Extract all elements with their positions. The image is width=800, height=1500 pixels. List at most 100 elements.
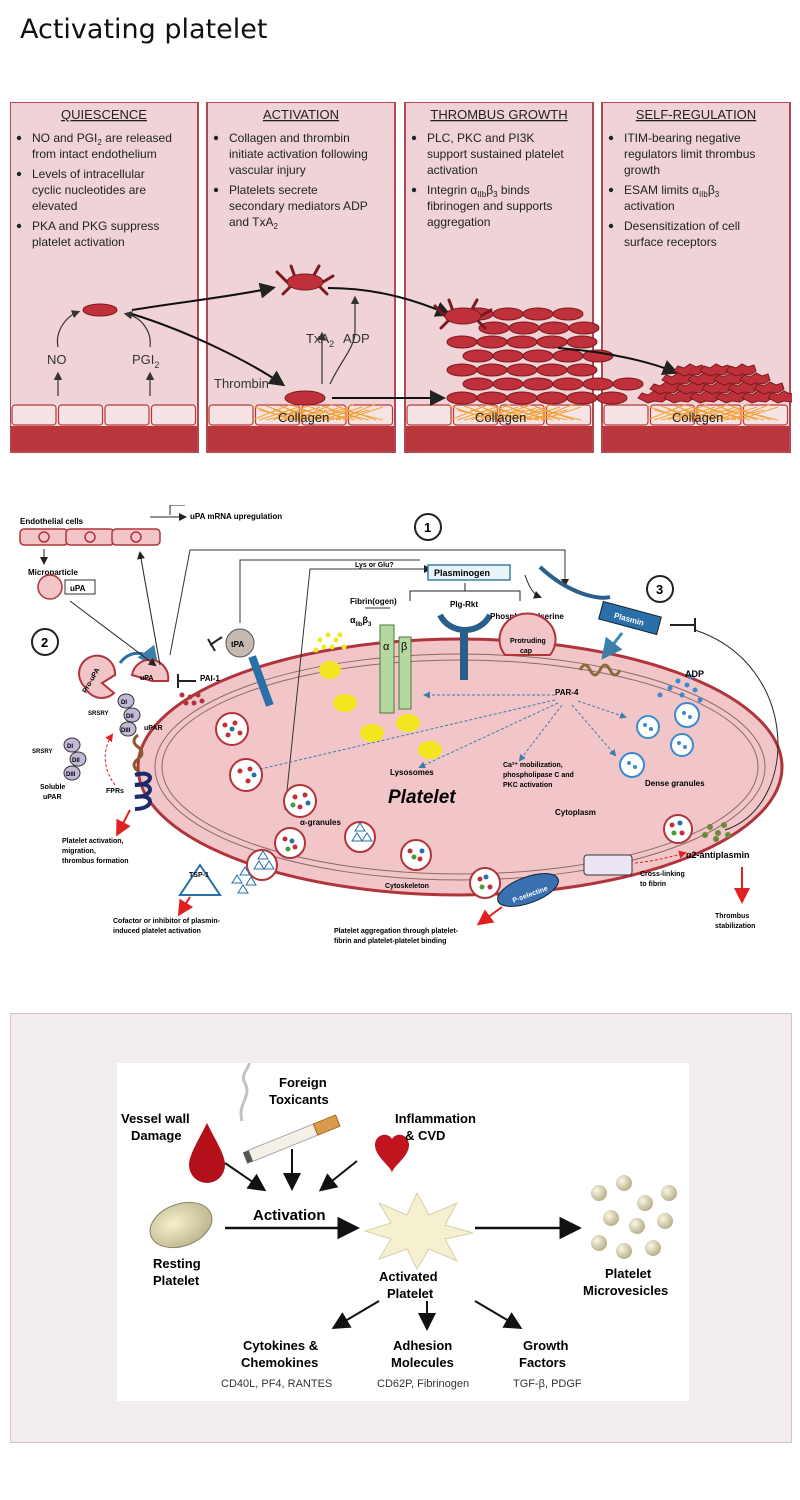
- label-pai1: PAI-1: [200, 674, 220, 683]
- bullet-text: secondary mediators ADP: [229, 199, 368, 213]
- bullet-dot: [213, 135, 219, 141]
- alpha-granules: [215, 712, 693, 899]
- label-fpr-effect-2: migration,: [62, 848, 96, 855]
- label-inflam-2: & CVD: [405, 1128, 445, 1143]
- platelet: [476, 391, 508, 405]
- label-ca-line1: Ca²⁺ mobilization,: [503, 762, 563, 769]
- step-number-2: 2: [41, 635, 48, 650]
- label-tsp-effect-1: Cofactor or inhibitor of plasmin-: [113, 918, 221, 925]
- stage-panel: [10, 102, 199, 453]
- endothelial-cell: [406, 404, 452, 426]
- label-adp: ADP: [343, 331, 370, 346]
- resting-platelet: [149, 1201, 213, 1249]
- label-fprs: FPRs: [106, 788, 124, 795]
- platelet: [506, 363, 538, 377]
- stage-title: THROMBUS GROWTH: [430, 107, 567, 122]
- bullet-text: fibrinogen and supports: [427, 199, 552, 213]
- platelet: [538, 321, 570, 335]
- label-fpr-effect-1: Platelet activation,: [62, 838, 124, 845]
- endothelial-cell: [11, 404, 57, 426]
- label-growth-2: Factors: [519, 1355, 566, 1370]
- step-number-3: 3: [656, 582, 663, 597]
- label-tsp-effect-2: induced platelet activation: [113, 928, 201, 935]
- label-ca-line2: phospholipase C and: [503, 772, 574, 779]
- endothelial-cell: [208, 404, 254, 426]
- flattened-platelet: [767, 390, 792, 404]
- microparticle: [37, 574, 63, 600]
- bullet-text: Platelets secrete: [229, 183, 318, 197]
- endothelial-cell: [150, 404, 197, 426]
- vessel-wall: [11, 426, 197, 451]
- label-thrombin: Thrombin: [214, 376, 269, 391]
- label-plg-rkt: Plg-Rkt: [450, 600, 478, 609]
- platelet: [568, 321, 600, 335]
- platelet: [492, 377, 524, 391]
- platelet: [82, 303, 118, 317]
- flattened-platelet: [725, 363, 757, 377]
- platelet: [552, 349, 584, 363]
- label-antiplasmin: α2-antiplasmin: [686, 850, 750, 860]
- label-cyto-2: Chemokines: [241, 1355, 318, 1370]
- platelet: [506, 335, 538, 349]
- label-adhesion-sub: CD62P, Fibrinogen: [377, 1378, 469, 1390]
- stage-title: SELF-REGULATION: [636, 107, 756, 122]
- label-microvesicles-2: Microvesicles: [583, 1283, 668, 1298]
- label-adhesion-1: Adhesion: [393, 1338, 452, 1353]
- platelet: [506, 391, 538, 405]
- bullet-text: surface receptors: [624, 235, 717, 249]
- label-growth-sub: TGF-β, PDGF: [513, 1378, 582, 1390]
- label-pselectin-effect-1: Platelet aggregation through platelet-: [334, 928, 459, 935]
- microvesicles: [591, 1175, 677, 1259]
- label-upar: uPAR: [144, 725, 163, 732]
- bullet-text: Collagen and thrombin: [229, 131, 350, 145]
- label-resting-1: Resting: [153, 1256, 201, 1271]
- label-microparticle: Microparticle: [28, 568, 78, 577]
- endothelial-cell: [603, 404, 649, 426]
- bullet-dot: [213, 187, 219, 193]
- platelet-microvesicle-diagram: Vessel wall Damage Foreign Toxicants Inf…: [117, 1063, 689, 1401]
- label-integrin: αIIbβ3: [350, 615, 372, 628]
- label-dense-granules: Dense granules: [645, 779, 705, 788]
- bullet-text: Desensitization of cell: [624, 219, 740, 233]
- stage-title: ACTIVATION: [263, 107, 339, 122]
- label-foreign-1: Foreign: [279, 1075, 327, 1090]
- bullet-text: PLC, PKC and PI3K: [427, 131, 534, 145]
- flattened-platelet: [739, 372, 771, 386]
- platelet: [446, 335, 478, 349]
- platelet: [462, 377, 494, 391]
- label-cytoskeleton: Cytoskeleton: [385, 883, 429, 890]
- label-growth-1: Growth: [523, 1338, 569, 1353]
- label-collagen-1: Collagen: [278, 410, 329, 425]
- label-upa-receptor: uPA: [140, 675, 153, 682]
- bullet-text: NO and PGI2 are released: [32, 131, 172, 147]
- platelet: [462, 349, 494, 363]
- label-vessel-2: Damage: [131, 1128, 182, 1143]
- platelet: [552, 307, 584, 321]
- bullet-text: elevated: [32, 199, 77, 213]
- bullet-text: from intact endothelium: [32, 147, 157, 161]
- platelet-plasmin-mechanism-diagram: Endothelial cells uPA mRNA upregulation …: [19, 505, 784, 945]
- flattened-platelet: [699, 363, 731, 377]
- cigarette-icon: [242, 1114, 341, 1164]
- bullet-text: activation: [427, 163, 478, 177]
- dense-granules: [619, 702, 700, 778]
- label-ca-line3: PKC activation: [503, 782, 552, 789]
- bullet-text: cyclic nucleotides are: [32, 183, 146, 197]
- bullet-dot: [16, 223, 22, 229]
- label-protruding-line1: Protruding: [510, 638, 546, 645]
- label-crosslink-1: Cross-linking: [640, 871, 685, 878]
- bullet-dot: [16, 135, 22, 141]
- platelet: [446, 391, 478, 405]
- bullet-text: PKA and PKG suppress: [32, 219, 159, 233]
- platelet: [522, 307, 554, 321]
- activated-platelet: [286, 273, 324, 291]
- integrin-beta-column: [398, 636, 412, 710]
- step-number-1: 1: [424, 520, 431, 535]
- platelet: [596, 391, 628, 405]
- integrin-alpha-column: [379, 624, 395, 714]
- activated-platelet: [444, 307, 482, 325]
- platelet: [492, 349, 524, 363]
- label-microvesicles-1: Platelet: [605, 1266, 652, 1281]
- activated-platelet: [363, 1191, 474, 1271]
- bullet-text: and TxA2: [229, 215, 278, 231]
